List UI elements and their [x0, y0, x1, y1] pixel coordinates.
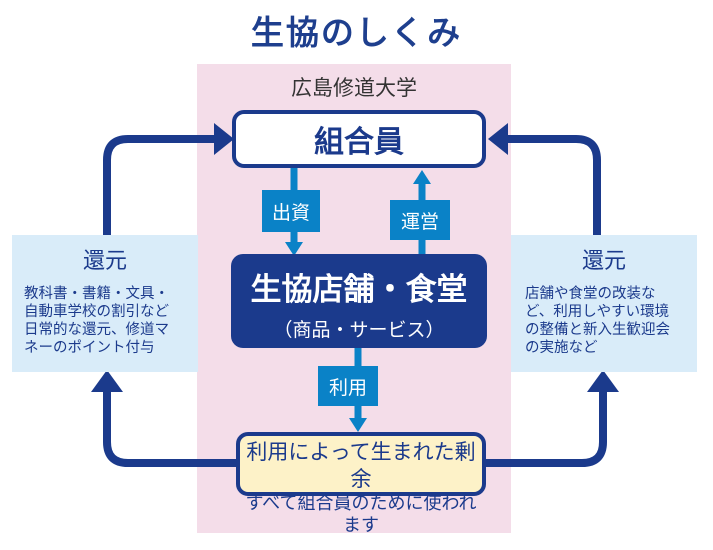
left-member-arrowhead: [214, 123, 234, 155]
use-label: 利用: [318, 366, 378, 406]
invest-arrowhead: [285, 242, 303, 256]
left-return-line: ネーのポイント付与: [24, 340, 155, 356]
left-return-text: 教科書・書籍・文具・ 自動車学校の割引など 日常的な還元、修道マ ネーのポイント…: [24, 285, 198, 357]
right-return-line: [486, 392, 607, 467]
right-member-arrowhead: [488, 123, 508, 155]
store-box: 生協店舗・食堂 （商品・サービス）: [231, 254, 487, 348]
store-subtitle: （商品・サービス）: [273, 319, 445, 341]
right-return-line: の整備と新入生歓迎会: [525, 322, 670, 338]
left-member-line: [103, 135, 214, 235]
left-return-box: 還元 教科書・書籍・文具・ 自動車学校の割引など 日常的な還元、修道マ ネーのポ…: [12, 235, 198, 372]
left-return-arrowhead: [91, 370, 123, 392]
right-return-line: 店舗や食堂の改装な: [525, 286, 656, 302]
right-member-line: [508, 135, 601, 235]
right-return-arrowhead: [587, 370, 619, 392]
surplus-line-2: すべて組合員のために使われます: [245, 493, 477, 536]
use-arrowhead: [349, 418, 367, 432]
right-return-line: の実施など: [525, 340, 598, 356]
left-return-line: 教科書・書籍・文具・: [24, 286, 169, 302]
left-return-line: 日常的な還元、修道マ: [24, 322, 169, 338]
university-name: 広島修道大学: [291, 76, 417, 100]
right-return-box: 還元 店舗や食堂の改装な ど、利用しやすい環境 の整備と新入生歓迎会 の実施など: [511, 235, 697, 372]
manage-label: 運営: [390, 200, 450, 240]
manage-arrowhead: [413, 170, 431, 184]
diagram-title: 生協のしくみ: [250, 13, 463, 52]
member-box: 組合員: [232, 110, 486, 168]
right-return-text: 店舗や食堂の改装な ど、利用しやすい環境 の整備と新入生歓迎会 の実施など: [525, 285, 697, 357]
surplus-box: 利用によって生まれた剰余 すべて組合員のために使われます: [236, 432, 486, 536]
left-return-line: [103, 392, 238, 467]
left-return-heading: 還元: [82, 249, 127, 274]
store-title: 生協店舗・食堂: [250, 272, 468, 308]
invest-label: 出資: [262, 190, 320, 232]
surplus-line-1: 利用によって生まれた剰余: [246, 440, 476, 491]
right-return-heading: 還元: [581, 249, 626, 274]
right-return-line: ど、利用しやすい環境: [525, 304, 670, 320]
left-return-line: 自動車学校の割引など: [24, 304, 169, 320]
